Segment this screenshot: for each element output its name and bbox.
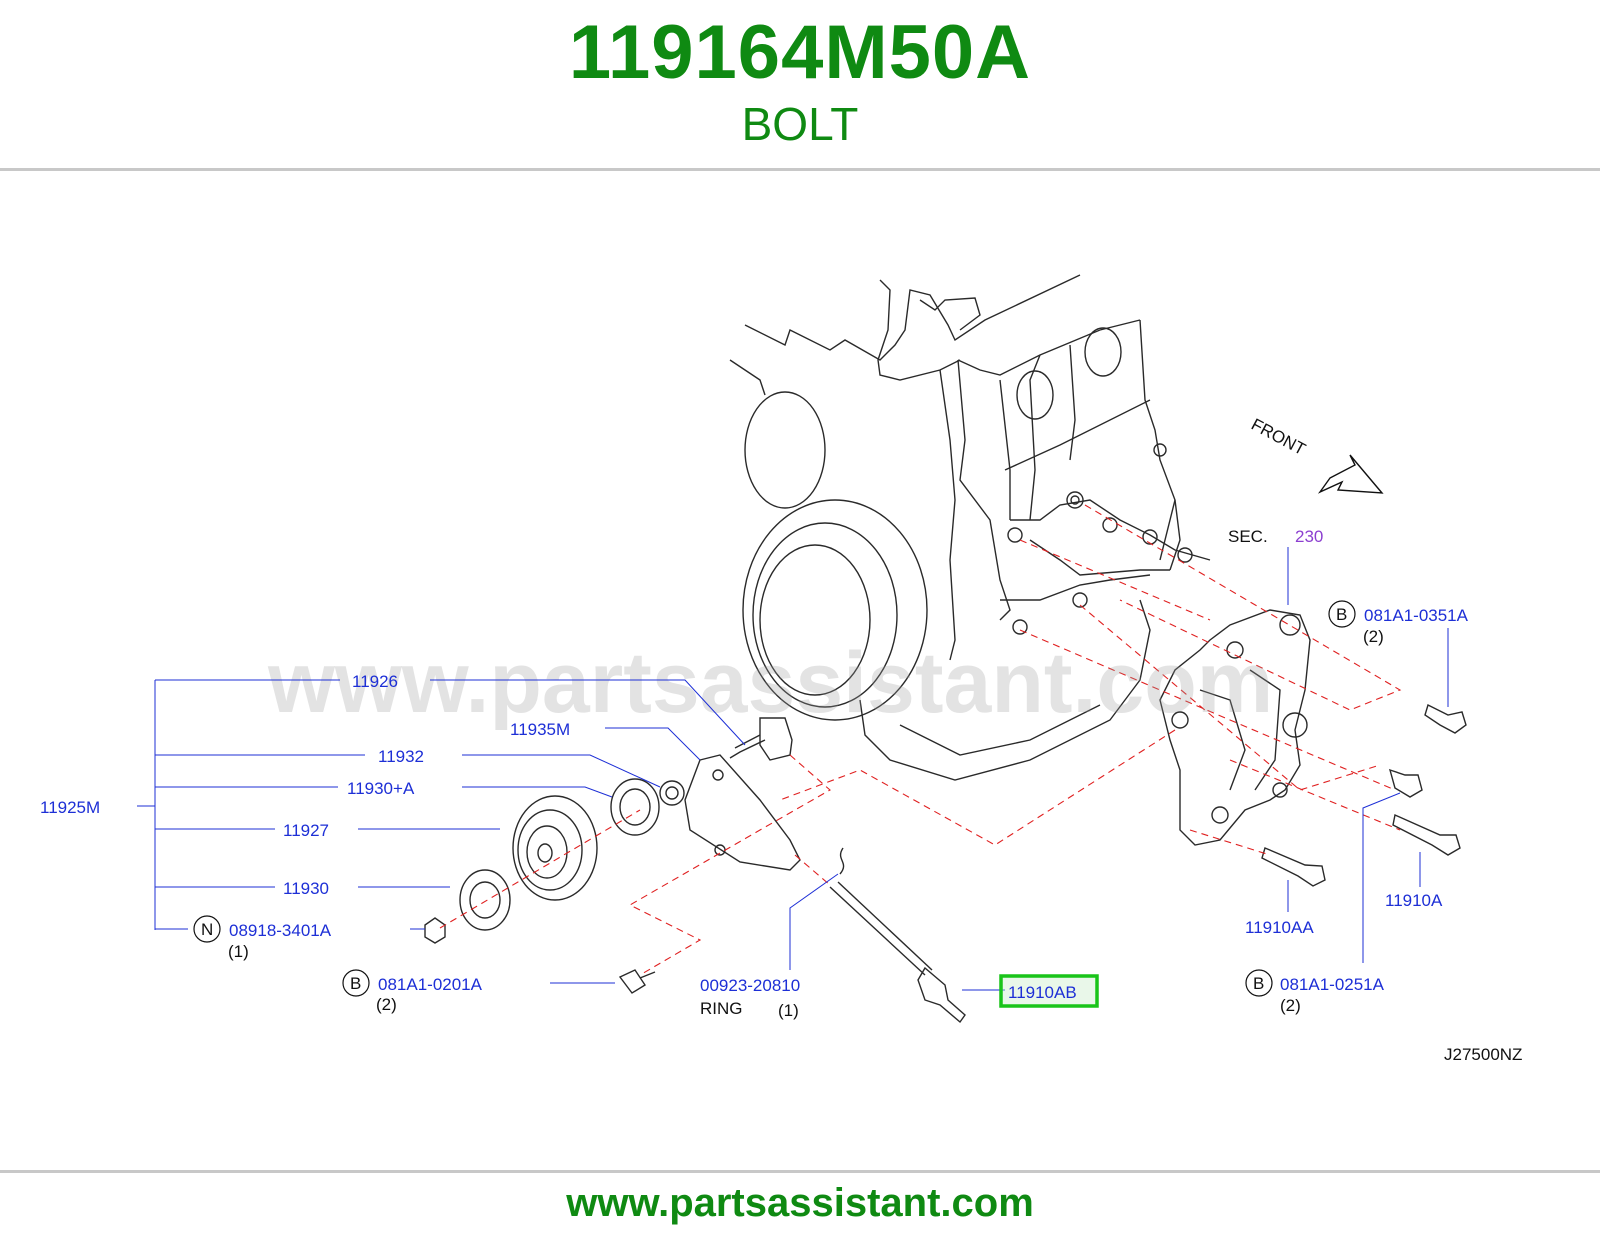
- qty-081a1-0251a: (2): [1280, 996, 1301, 1015]
- idler-pulley-drawing: [424, 717, 966, 1024]
- svg-text:B: B: [1336, 605, 1347, 624]
- svg-text:B: B: [1253, 974, 1264, 993]
- callout-11910aa[interactable]: 11910AA: [1245, 918, 1314, 937]
- callout-11930a[interactable]: 11930+A: [347, 779, 415, 798]
- highlight-box: [999, 974, 1099, 1008]
- leader-lines: [137, 547, 1449, 991]
- part-description: BOLT: [741, 98, 859, 150]
- part-callouts: 11925M 11926 11935M 11932 11930+A 11927 …: [40, 527, 1522, 1064]
- callout-11927[interactable]: 11927: [283, 821, 329, 840]
- callout-11910a[interactable]: 11910A: [1385, 891, 1443, 910]
- front-direction-arrow: FRONT: [1248, 415, 1384, 494]
- callout-11930[interactable]: 11930: [283, 879, 329, 898]
- callout-00923-20810[interactable]: 00923-20810: [700, 976, 800, 995]
- callout-081a1-0251a[interactable]: 081A1-0251A: [1280, 975, 1385, 994]
- highlighted-part-11910ab[interactable]: 11910AB: [999, 974, 1099, 1008]
- svg-text:B: B: [350, 974, 361, 993]
- callout-11926[interactable]: 11926: [352, 672, 398, 691]
- qty-08918-3401a: (1): [228, 942, 249, 961]
- callout-11935m[interactable]: 11935M: [510, 720, 570, 739]
- header-divider: [0, 168, 1600, 171]
- callout-081a1-0201a[interactable]: 081A1-0201A: [378, 975, 483, 994]
- sec-label: SEC.: [1228, 527, 1268, 546]
- circle-marker-b-left: B: [342, 969, 370, 997]
- circle-marker-n: N: [193, 915, 221, 943]
- callout-11910ab[interactable]: 11910AB: [1008, 983, 1077, 1002]
- assembly-dashed-lines: [439, 504, 1402, 976]
- svg-text:N: N: [201, 920, 213, 939]
- diagram-code: J27500NZ: [1444, 1045, 1522, 1064]
- page-header: 119164M50A BOLT: [0, 0, 1600, 168]
- callout-08918-3401a[interactable]: 08918-3401A: [229, 921, 332, 940]
- watermark-text: www.partsassistant.com: [267, 635, 1273, 731]
- bracket-bolts-drawing: [1261, 704, 1467, 887]
- engine-block-drawing: [729, 274, 1211, 781]
- callout-081a1-0351a[interactable]: 081A1-0351A: [1364, 606, 1469, 625]
- sec-number-link[interactable]: 230: [1295, 527, 1323, 546]
- callout-11932[interactable]: 11932: [378, 747, 424, 766]
- part-number-title: 119164M50A: [568, 10, 1032, 95]
- circle-marker-b-top-right: B: [1328, 600, 1356, 628]
- callout-11925m[interactable]: 11925M: [40, 798, 100, 817]
- ring-label: RING: [700, 999, 743, 1018]
- front-label: FRONT: [1248, 415, 1309, 459]
- qty-ring: (1): [778, 1001, 799, 1020]
- footer-url-link[interactable]: www.partsassistant.com: [566, 1181, 1034, 1225]
- qty-081a1-0351a: (2): [1363, 627, 1384, 646]
- circle-marker-b-bottom-right: B: [1245, 969, 1273, 997]
- qty-081a1-0201a: (2): [376, 995, 397, 1014]
- footer-divider: [0, 1170, 1600, 1173]
